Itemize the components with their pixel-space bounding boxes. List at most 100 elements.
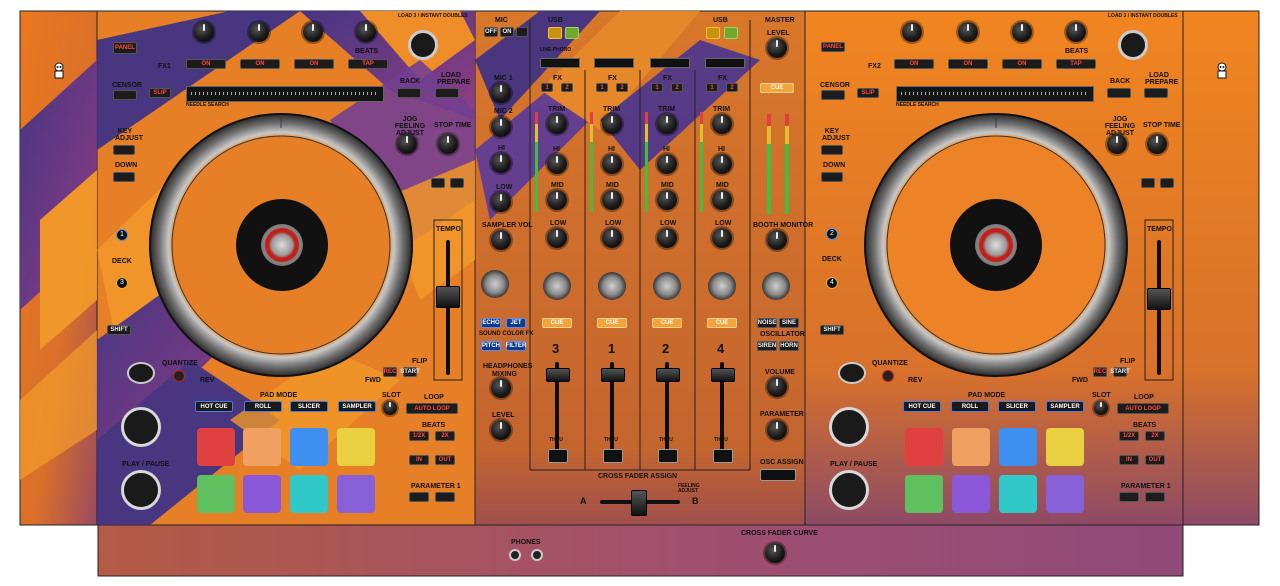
ch2-trim-knob[interactable] — [657, 114, 677, 134]
mic2-level-knob[interactable] — [491, 117, 511, 137]
ch4-color-knob[interactable] — [708, 272, 736, 300]
slip-button[interactable]: SLIP — [149, 88, 171, 98]
right-parameter1-minus-button[interactable] — [1119, 492, 1139, 502]
master-level-knob[interactable] — [767, 38, 787, 58]
headphones-level-knob[interactable] — [491, 420, 511, 440]
play-pause-button-left[interactable] — [121, 470, 161, 510]
fx1-knob-1[interactable] — [194, 22, 214, 42]
reverse-button[interactable] — [127, 362, 155, 384]
ch4-low-knob[interactable] — [712, 228, 732, 248]
ch1-channel-fader[interactable] — [601, 368, 625, 382]
parameter1-plus-button[interactable] — [435, 492, 455, 502]
osc-noise-button[interactable]: NOISE — [757, 318, 777, 328]
jog-wheel-right[interactable] — [950, 199, 1042, 291]
key-adjust-up-button[interactable] — [113, 145, 135, 155]
loop-half-button[interactable]: 1/2X — [409, 431, 429, 441]
panel-button[interactable]: PANEL — [113, 42, 137, 54]
right-jog-feeling-knob[interactable] — [1107, 134, 1127, 154]
fx1-on-button-3[interactable]: ON — [294, 59, 334, 69]
flip-rec-button[interactable]: REC — [383, 367, 397, 377]
fx1-on-button-2[interactable]: ON — [240, 59, 280, 69]
osc-siren-button[interactable]: SIREN — [757, 341, 777, 351]
fx2-on-button-3[interactable]: ON — [1002, 59, 1042, 69]
back-button[interactable] — [397, 88, 421, 98]
right-loop-in-button[interactable]: IN — [1119, 455, 1139, 465]
ch1-hi-knob[interactable] — [602, 154, 622, 174]
usb-a-button-left[interactable] — [548, 27, 562, 39]
right-performance-pad-3[interactable] — [999, 428, 1037, 466]
fx2-on-button-2[interactable]: ON — [948, 59, 988, 69]
right-auto-loop-button[interactable]: AUTO LOOP — [1117, 403, 1169, 414]
performance-pad-2[interactable] — [243, 428, 281, 466]
ch2-low-knob[interactable] — [657, 228, 677, 248]
right-performance-pad-8[interactable] — [1046, 475, 1084, 513]
ch3-fx2-button[interactable]: 2 — [561, 83, 573, 92]
booth-monitor-knob[interactable] — [767, 230, 787, 250]
cue-button-right[interactable] — [829, 407, 869, 447]
right-flip-rec-button[interactable]: REC — [1093, 367, 1107, 377]
load-prepare-button[interactable] — [435, 88, 459, 98]
ch1-trim-knob[interactable] — [602, 114, 622, 134]
flip-start-button[interactable]: START — [400, 367, 420, 377]
ch3-hi-knob[interactable] — [547, 154, 567, 174]
performance-pad-5[interactable] — [197, 475, 235, 513]
mic-hi-knob[interactable] — [491, 153, 511, 173]
right-slip-button[interactable]: SLIP — [857, 88, 879, 98]
performance-pad-7[interactable] — [290, 475, 328, 513]
auto-loop-button[interactable]: AUTO LOOP — [406, 403, 458, 414]
ch3-color-knob[interactable] — [543, 272, 571, 300]
loop-double-button[interactable]: 2X — [435, 431, 455, 441]
tempo-reset-button[interactable] — [450, 178, 464, 188]
right-loop-half-button[interactable]: 1/2X — [1119, 431, 1139, 441]
cross-fader-curve-knob[interactable] — [765, 543, 785, 563]
ch3-channel-fader[interactable] — [546, 368, 570, 382]
tempo-fader[interactable] — [436, 286, 460, 308]
mic-talkover-button[interactable] — [516, 27, 528, 37]
mic-off-button[interactable]: OFF — [484, 27, 498, 37]
right-slot-knob[interactable] — [1094, 401, 1108, 415]
ch1-mid-knob[interactable] — [602, 190, 622, 210]
right-tempo-reset-button[interactable] — [1160, 178, 1174, 188]
ch4-mid-knob[interactable] — [712, 190, 732, 210]
ch2-cue-button[interactable]: CUE — [652, 318, 682, 328]
ch2-crossfader-assign[interactable] — [658, 449, 678, 463]
right-key-adjust-down-button[interactable] — [821, 172, 843, 182]
input-select-switch-3[interactable] — [540, 58, 580, 68]
ch2-fx2-button[interactable]: 2 — [671, 83, 683, 92]
fx-filter-button[interactable]: FILTER — [505, 341, 527, 351]
right-pad-mode-slicer[interactable]: SLICER — [998, 401, 1036, 412]
fx2-knob-1[interactable] — [902, 22, 922, 42]
right-pad-mode-hot-cue[interactable]: HOT CUE — [903, 401, 941, 412]
ch2-mid-knob[interactable] — [657, 190, 677, 210]
input-select-switch-1[interactable] — [594, 58, 634, 68]
master-color-knob[interactable] — [762, 272, 790, 300]
ch2-hi-knob[interactable] — [657, 154, 677, 174]
jog-feeling-knob[interactable] — [397, 134, 417, 154]
ch2-fx1-button[interactable]: 1 — [651, 83, 663, 92]
fx1-knob-3[interactable] — [303, 22, 323, 42]
crossfader[interactable] — [631, 490, 647, 516]
loop-in-button[interactable]: IN — [409, 455, 429, 465]
ch3-low-knob[interactable] — [547, 228, 567, 248]
osc-assign-switch[interactable] — [760, 469, 796, 481]
performance-pad-3[interactable] — [290, 428, 328, 466]
usb-a-button-right[interactable] — [706, 27, 720, 39]
right-load-jog-knob[interactable] — [1118, 30, 1148, 60]
ch3-crossfader-assign[interactable] — [548, 449, 568, 463]
osc-parameter-knob[interactable] — [767, 420, 787, 440]
play-pause-button-right[interactable] — [829, 470, 869, 510]
deck-1-indicator[interactable]: 1 — [116, 229, 128, 241]
fx2-knob-2[interactable] — [958, 22, 978, 42]
right-performance-pad-4[interactable] — [1046, 428, 1084, 466]
right-load-prepare-button[interactable] — [1144, 88, 1168, 98]
slot-knob[interactable] — [383, 401, 397, 415]
right-performance-pad-1[interactable] — [905, 428, 943, 466]
right-parameter1-plus-button[interactable] — [1145, 492, 1165, 502]
pad-mode-roll[interactable]: ROLL — [244, 401, 282, 412]
phones-jack-small[interactable] — [531, 549, 543, 561]
ch4-trim-knob[interactable] — [712, 114, 732, 134]
right-performance-pad-7[interactable] — [999, 475, 1037, 513]
parameter1-minus-button[interactable] — [409, 492, 429, 502]
ch4-hi-knob[interactable] — [712, 154, 732, 174]
key-lock-button[interactable] — [431, 178, 445, 188]
